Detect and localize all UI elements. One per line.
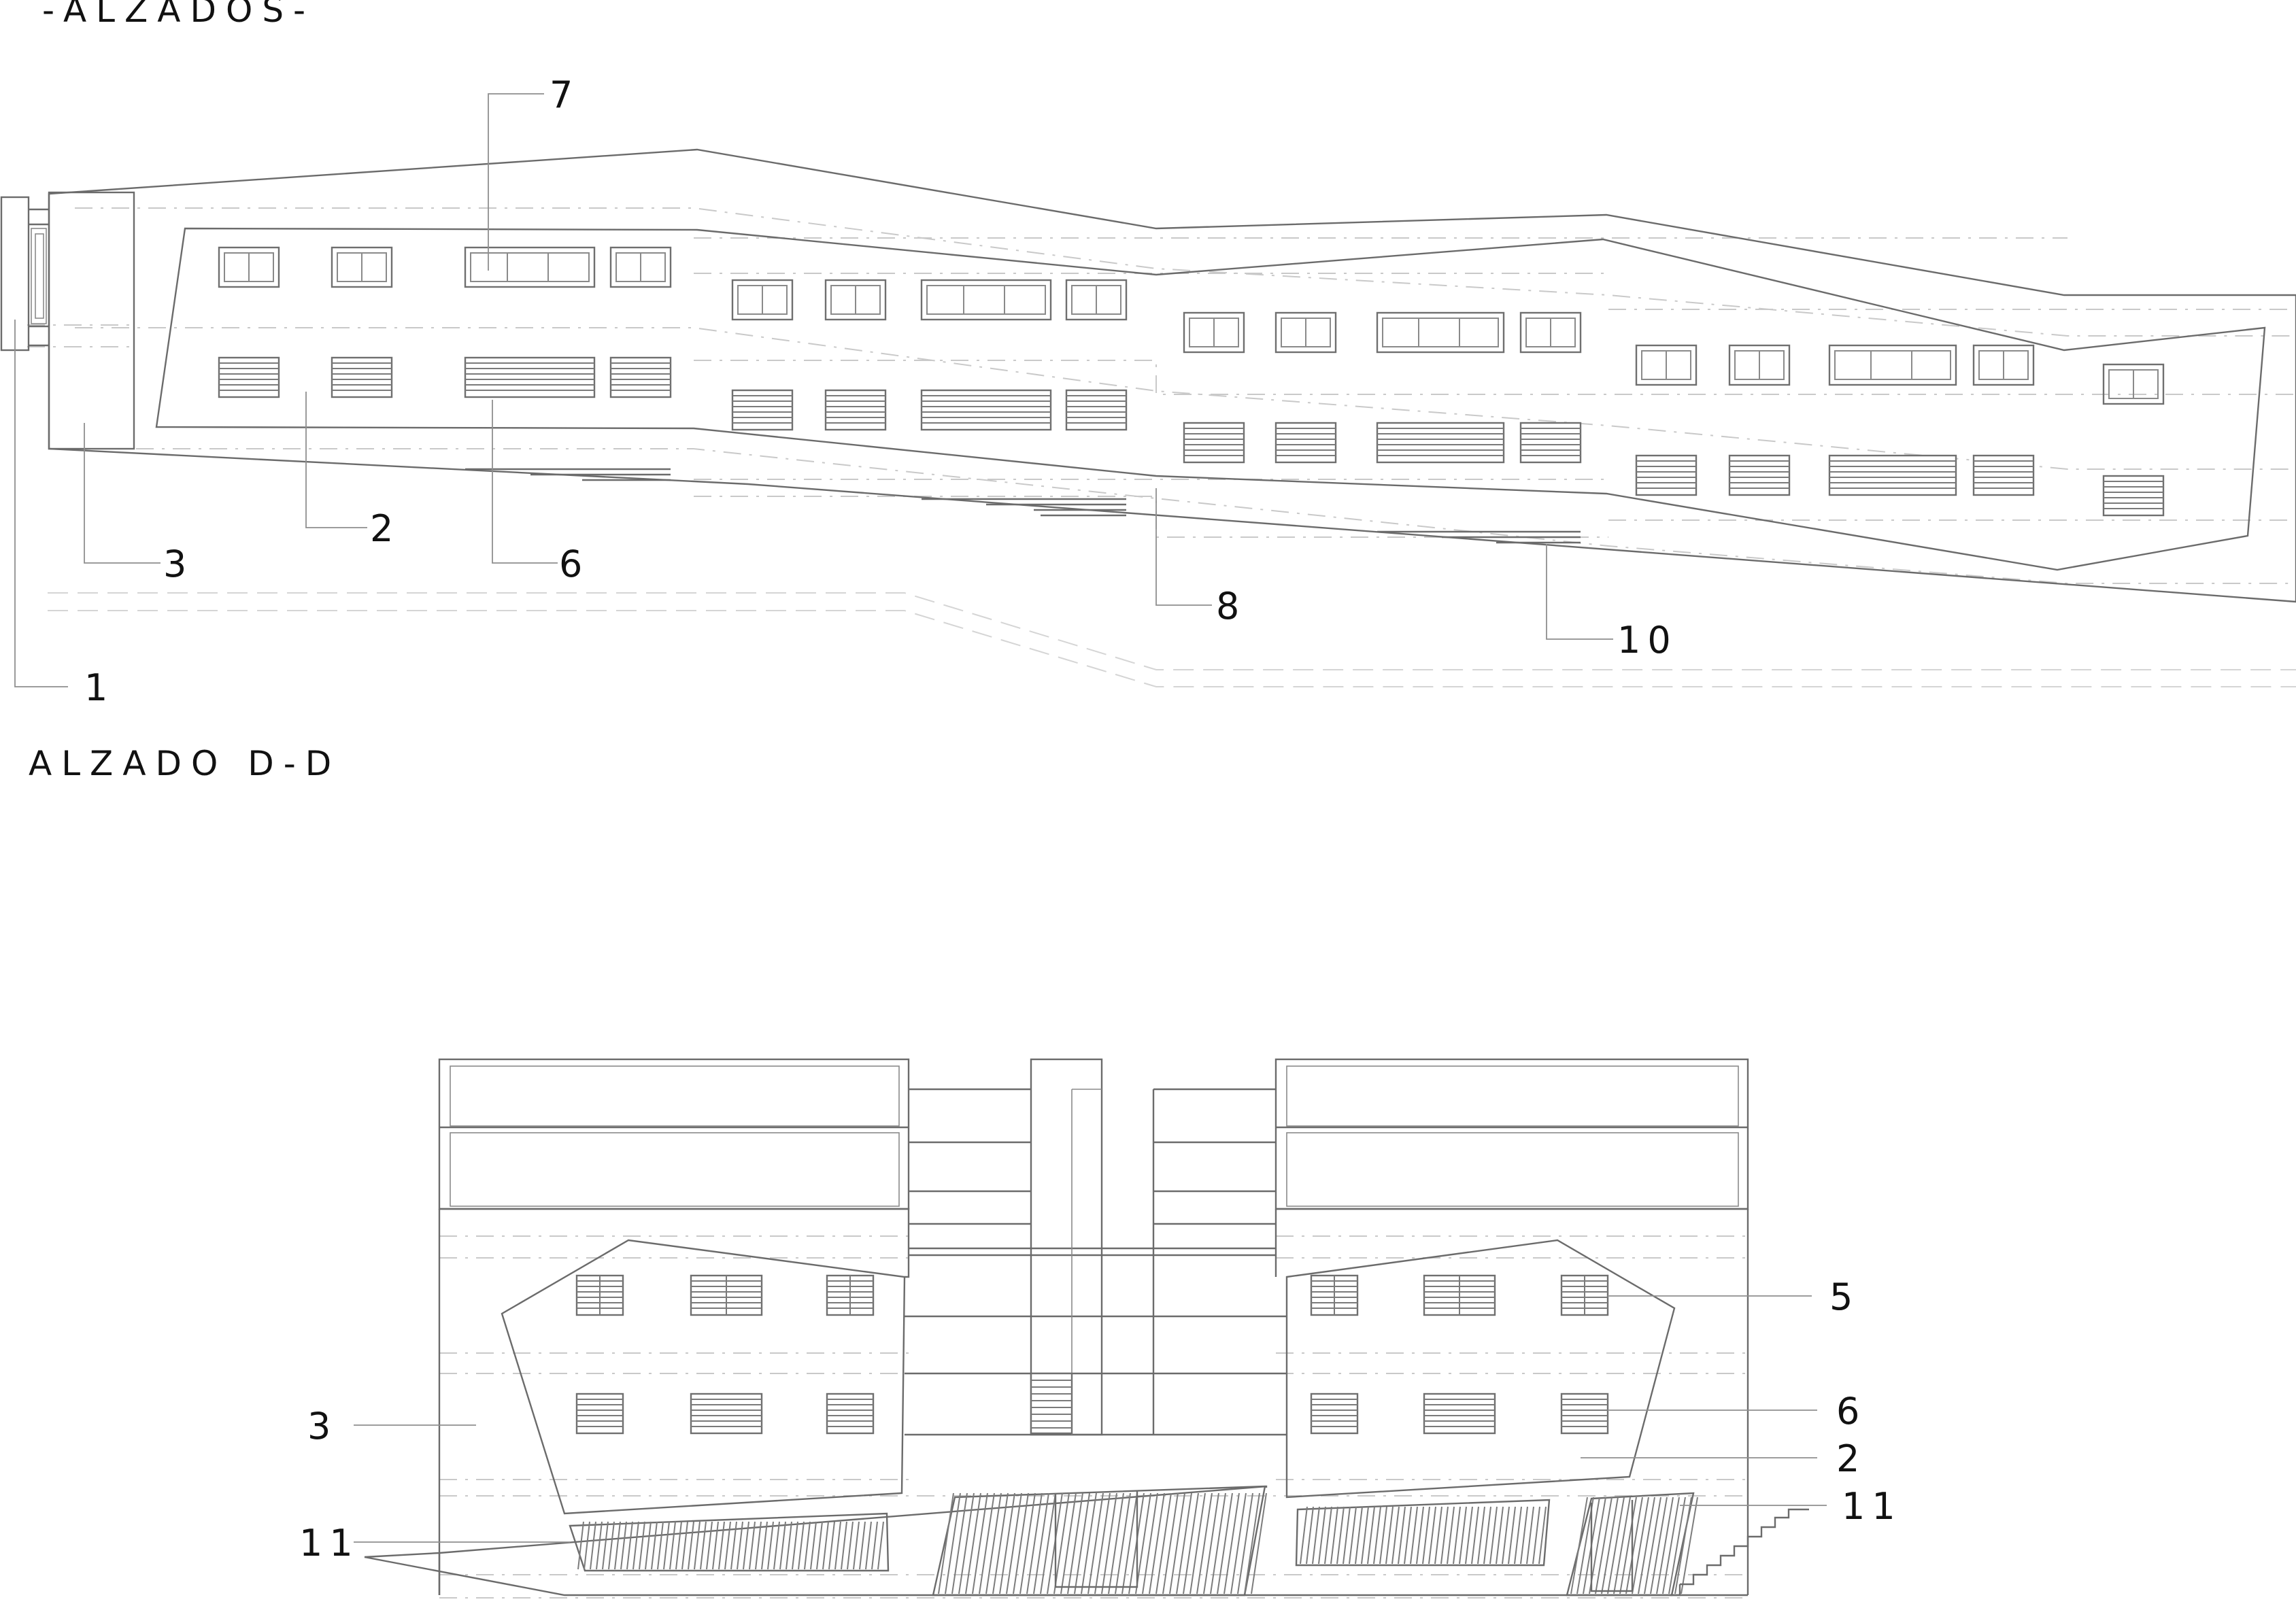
callout-3: 3 [163, 543, 193, 585]
hatched-screen-1 [569, 1512, 890, 1572]
louver-panel [1423, 1393, 1496, 1435]
louver-panel [920, 389, 1052, 431]
window [331, 246, 393, 288]
upper-view-label: ALZADO D-D [29, 744, 341, 783]
louver-panel [1423, 1274, 1496, 1316]
window [1065, 279, 1128, 321]
callout-2: 2 [370, 507, 400, 550]
louver-panel [1828, 454, 1957, 496]
lower-callout-leaders [354, 1295, 1827, 1543]
callout-8: 8 [1216, 585, 1246, 628]
louver-panel [575, 1274, 624, 1316]
louver-panel [1310, 1393, 1359, 1435]
window [824, 279, 887, 321]
louver-panel [1560, 1393, 1609, 1435]
louver-panel [1274, 422, 1337, 464]
lower-base [364, 1485, 1809, 1596]
window [1635, 344, 1698, 386]
upper-elevation: 1 2 3 6 7 8 10 [0, 73, 2296, 709]
louver-panel [1519, 422, 1582, 464]
callout-7: 7 [550, 73, 579, 116]
louver-panel [464, 356, 596, 398]
louver-panel [1560, 1274, 1609, 1316]
louver-panel [1183, 422, 1245, 464]
louver-panel [609, 356, 672, 398]
louver-panel [218, 356, 280, 398]
louver-panel [1310, 1274, 1359, 1316]
louver-panel [826, 1274, 875, 1316]
louver-panel [824, 389, 887, 431]
louver-panel [575, 1393, 624, 1435]
callout-11-right: 11 [1842, 1485, 1902, 1528]
window [218, 246, 280, 288]
window [2102, 363, 2165, 405]
upper-callout-leaders [14, 93, 1613, 687]
louver-panel [1635, 454, 1698, 496]
window [1972, 344, 2035, 386]
window [1274, 311, 1337, 354]
upper-level-guides [27, 207, 2296, 687]
callout-6-lower: 6 [1836, 1390, 1866, 1433]
upper-callout-labels: 1 2 3 6 7 8 10 [84, 73, 1678, 709]
window [609, 246, 672, 288]
exterior-stair [1670, 1508, 1809, 1596]
central-stair [1030, 1372, 1073, 1435]
louver-panel [731, 389, 794, 431]
callout-11-left: 11 [299, 1522, 360, 1565]
louver-panel [2102, 475, 2165, 517]
upper-louver-row [218, 356, 2165, 517]
louver-panel [331, 356, 393, 398]
callout-1: 1 [84, 666, 114, 709]
louver-panel [690, 1274, 763, 1316]
callout-3-lower: 3 [307, 1405, 337, 1448]
window [1519, 311, 1582, 354]
callout-2-lower: 2 [1836, 1437, 1866, 1480]
louver-panel [1972, 454, 2035, 496]
lower-callout-labels: 3 5 6 2 11 11 [299, 1276, 1902, 1565]
hatched-screen-2 [932, 1485, 1267, 1596]
lower-left-block [438, 1058, 910, 1595]
louver-panel [1728, 454, 1791, 496]
window [731, 279, 794, 321]
sheet-title: -ALZADOS- [42, 0, 315, 30]
louver-panel [690, 1393, 763, 1435]
louver-panel [1376, 422, 1505, 464]
window [1183, 311, 1245, 354]
callout-10: 10 [1617, 619, 1678, 662]
lower-elevation: 3 5 6 2 11 11 [299, 1058, 1902, 1599]
upper-window-row [218, 246, 2165, 405]
hatched-screen-4 [1566, 1492, 1698, 1596]
louver-panel [1065, 389, 1128, 431]
window [1828, 344, 1957, 386]
lower-louver-panels [575, 1274, 1609, 1435]
hatched-screen-3 [1295, 1499, 1551, 1567]
lower-central-core [905, 1058, 1287, 1436]
window [1376, 311, 1505, 354]
window [1728, 344, 1791, 386]
window [464, 246, 596, 288]
upper-ramp-lines [465, 468, 1581, 544]
callout-6: 6 [559, 543, 589, 585]
callout-5-lower: 5 [1829, 1276, 1859, 1318]
louver-panel [826, 1393, 875, 1435]
lower-right-block [1274, 1058, 1749, 1595]
window [920, 279, 1052, 321]
lower-level-guides [439, 1235, 1748, 1599]
